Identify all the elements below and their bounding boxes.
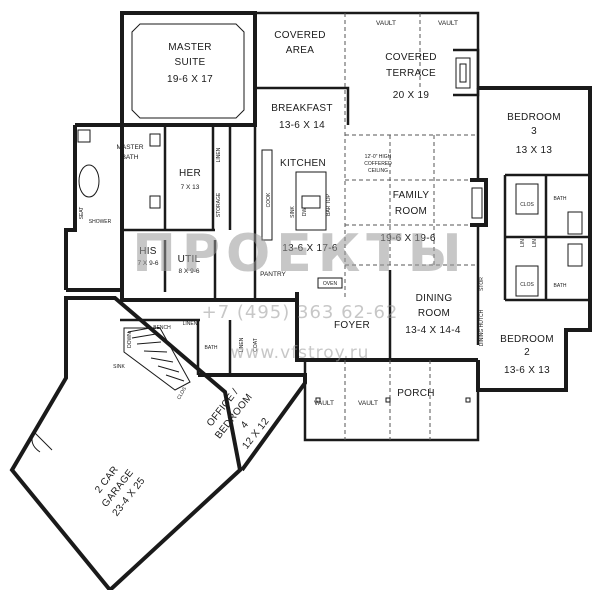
kitchen-name: KITCHEN bbox=[280, 158, 326, 169]
bedroom3-number: 3 bbox=[531, 126, 537, 137]
pantry-label: PANTRY bbox=[260, 271, 286, 278]
clos-label: CLOS bbox=[520, 282, 534, 288]
seat-label: SEAT bbox=[79, 207, 85, 220]
lin-label: LIN bbox=[520, 239, 526, 247]
linen-label: LINEN bbox=[183, 321, 198, 327]
shower-label: SHOWER bbox=[89, 219, 112, 225]
office-number: 4 bbox=[239, 419, 251, 431]
dining-room-dims: 13-4 X 14-4 bbox=[405, 325, 461, 336]
kitchen-dims: 13-6 X 17-6 bbox=[282, 243, 338, 254]
small-labels: SEAT SHOWER LINEN STORAGE COOK SINK DW B… bbox=[79, 147, 567, 401]
stor-label: STOR bbox=[479, 277, 485, 291]
ceiling-note1: 12'-0" HIGH bbox=[365, 154, 392, 160]
her-name: HER bbox=[179, 168, 201, 179]
bedroom2-dims: 13-6 X 13 bbox=[504, 365, 550, 376]
clos-label: CLOS bbox=[176, 386, 188, 401]
dw-label: DW bbox=[302, 208, 308, 217]
zone-dashes bbox=[344, 13, 478, 440]
vault-label: VAULT bbox=[438, 20, 458, 27]
util-name: UTIL bbox=[178, 254, 201, 265]
sink-label: SINK bbox=[290, 206, 296, 218]
fireplace-icon bbox=[471, 187, 483, 219]
family-room-name2: ROOM bbox=[395, 206, 427, 217]
ceiling-note3: CEILING bbox=[368, 168, 388, 174]
storage-label: STORAGE bbox=[216, 192, 222, 217]
closet-icon bbox=[515, 265, 539, 297]
covered-terrace-name1: COVERED bbox=[385, 52, 437, 63]
her-dims: 7 X 13 bbox=[181, 184, 200, 191]
coat-label: COAT bbox=[253, 338, 259, 352]
clos-label: CLOS bbox=[520, 202, 534, 208]
room-labels: MASTER SUITE 19-6 X 17 COVERED AREA COVE… bbox=[93, 20, 561, 519]
watermark-brand: ПРОЕКТЫ bbox=[132, 224, 467, 284]
master-suite-name2: SUITE bbox=[175, 57, 206, 68]
bedroom3-dims: 13 X 13 bbox=[516, 145, 553, 156]
bedroom2-number: 2 bbox=[524, 347, 530, 358]
cook-label: COOK bbox=[266, 192, 272, 207]
vanity-sink-icon bbox=[149, 195, 161, 209]
vault-label: VAULT bbox=[376, 20, 396, 27]
lin-label: LIN bbox=[532, 239, 538, 247]
interior-walls bbox=[120, 86, 590, 375]
foyer-name: FOYER bbox=[334, 320, 370, 331]
his-name: HIS bbox=[139, 246, 157, 257]
stairs bbox=[123, 327, 191, 391]
dining-room-name2: ROOM bbox=[418, 308, 450, 319]
watermark: ПРОЕКТЫ +7 (495) 363 62-62 www.vfstroy.r… bbox=[132, 224, 467, 363]
island-sink-icon bbox=[301, 195, 321, 209]
covered-terrace-dims: 20 X 19 bbox=[393, 90, 430, 101]
porch-name: PORCH bbox=[397, 388, 435, 399]
vanity-sink-icon bbox=[149, 133, 161, 147]
breakfast-name: BREAKFAST bbox=[271, 103, 333, 114]
his-dims: 7 X 9-6 bbox=[138, 260, 159, 267]
covered-area-name2: AREA bbox=[286, 45, 314, 56]
fixtures bbox=[31, 23, 583, 453]
util-dims: 8 X 9-6 bbox=[179, 268, 200, 275]
master-bath-name1: MASTER bbox=[116, 144, 143, 151]
bar-top-label: BAR TOP bbox=[326, 193, 332, 215]
linen-label: LINEN bbox=[216, 147, 222, 162]
garage-door bbox=[31, 431, 41, 453]
bath-label: BATH bbox=[554, 196, 567, 202]
bath-label: BATH bbox=[205, 345, 218, 351]
vault-label: VAULT bbox=[358, 400, 378, 407]
family-room-dims: 19-6 X 19-6 bbox=[380, 233, 436, 244]
shower-icon bbox=[567, 243, 583, 267]
breakfast-dims: 13-6 X 14 bbox=[279, 120, 325, 131]
linen-label: LINEN bbox=[239, 337, 245, 352]
dining-room-name1: DINING bbox=[416, 293, 453, 304]
master-bath-name2: BATH bbox=[122, 154, 139, 161]
ceiling-note2: COFFERED bbox=[364, 161, 392, 167]
oven-label: OVEN bbox=[323, 281, 338, 287]
tub-icon bbox=[78, 164, 100, 198]
watermark-site: www.vfstroy.ru bbox=[231, 343, 370, 363]
vault-label: VAULT bbox=[314, 400, 334, 407]
master-suite-dims: 19-6 X 17 bbox=[167, 74, 213, 85]
bedroom3-name: BEDROOM bbox=[507, 112, 561, 123]
bench-label: BENCH bbox=[153, 325, 171, 331]
covered-area-name1: COVERED bbox=[274, 30, 326, 41]
closet-icon bbox=[515, 183, 539, 215]
bath-label: BATH bbox=[554, 283, 567, 289]
kitchen-counter bbox=[261, 149, 273, 241]
bedroom2-name: BEDROOM bbox=[500, 334, 554, 345]
sink-label: SINK bbox=[113, 364, 125, 370]
shower-icon bbox=[567, 211, 583, 235]
down-label: DOWN bbox=[127, 332, 133, 348]
dining-hutch-label: DINING HUTCH bbox=[479, 309, 485, 346]
oven-icon bbox=[317, 277, 343, 289]
fireplace-icon bbox=[455, 57, 471, 89]
tray-ceiling bbox=[131, 23, 245, 119]
watermark-phone: +7 (495) 363 62-62 bbox=[202, 302, 399, 323]
toilet-icon bbox=[77, 129, 91, 143]
garage-door bbox=[33, 431, 53, 451]
family-room-name1: FAMILY bbox=[393, 190, 430, 201]
covered-terrace-name2: TERRACE bbox=[386, 68, 436, 79]
master-suite-name1: MASTER bbox=[168, 42, 211, 53]
